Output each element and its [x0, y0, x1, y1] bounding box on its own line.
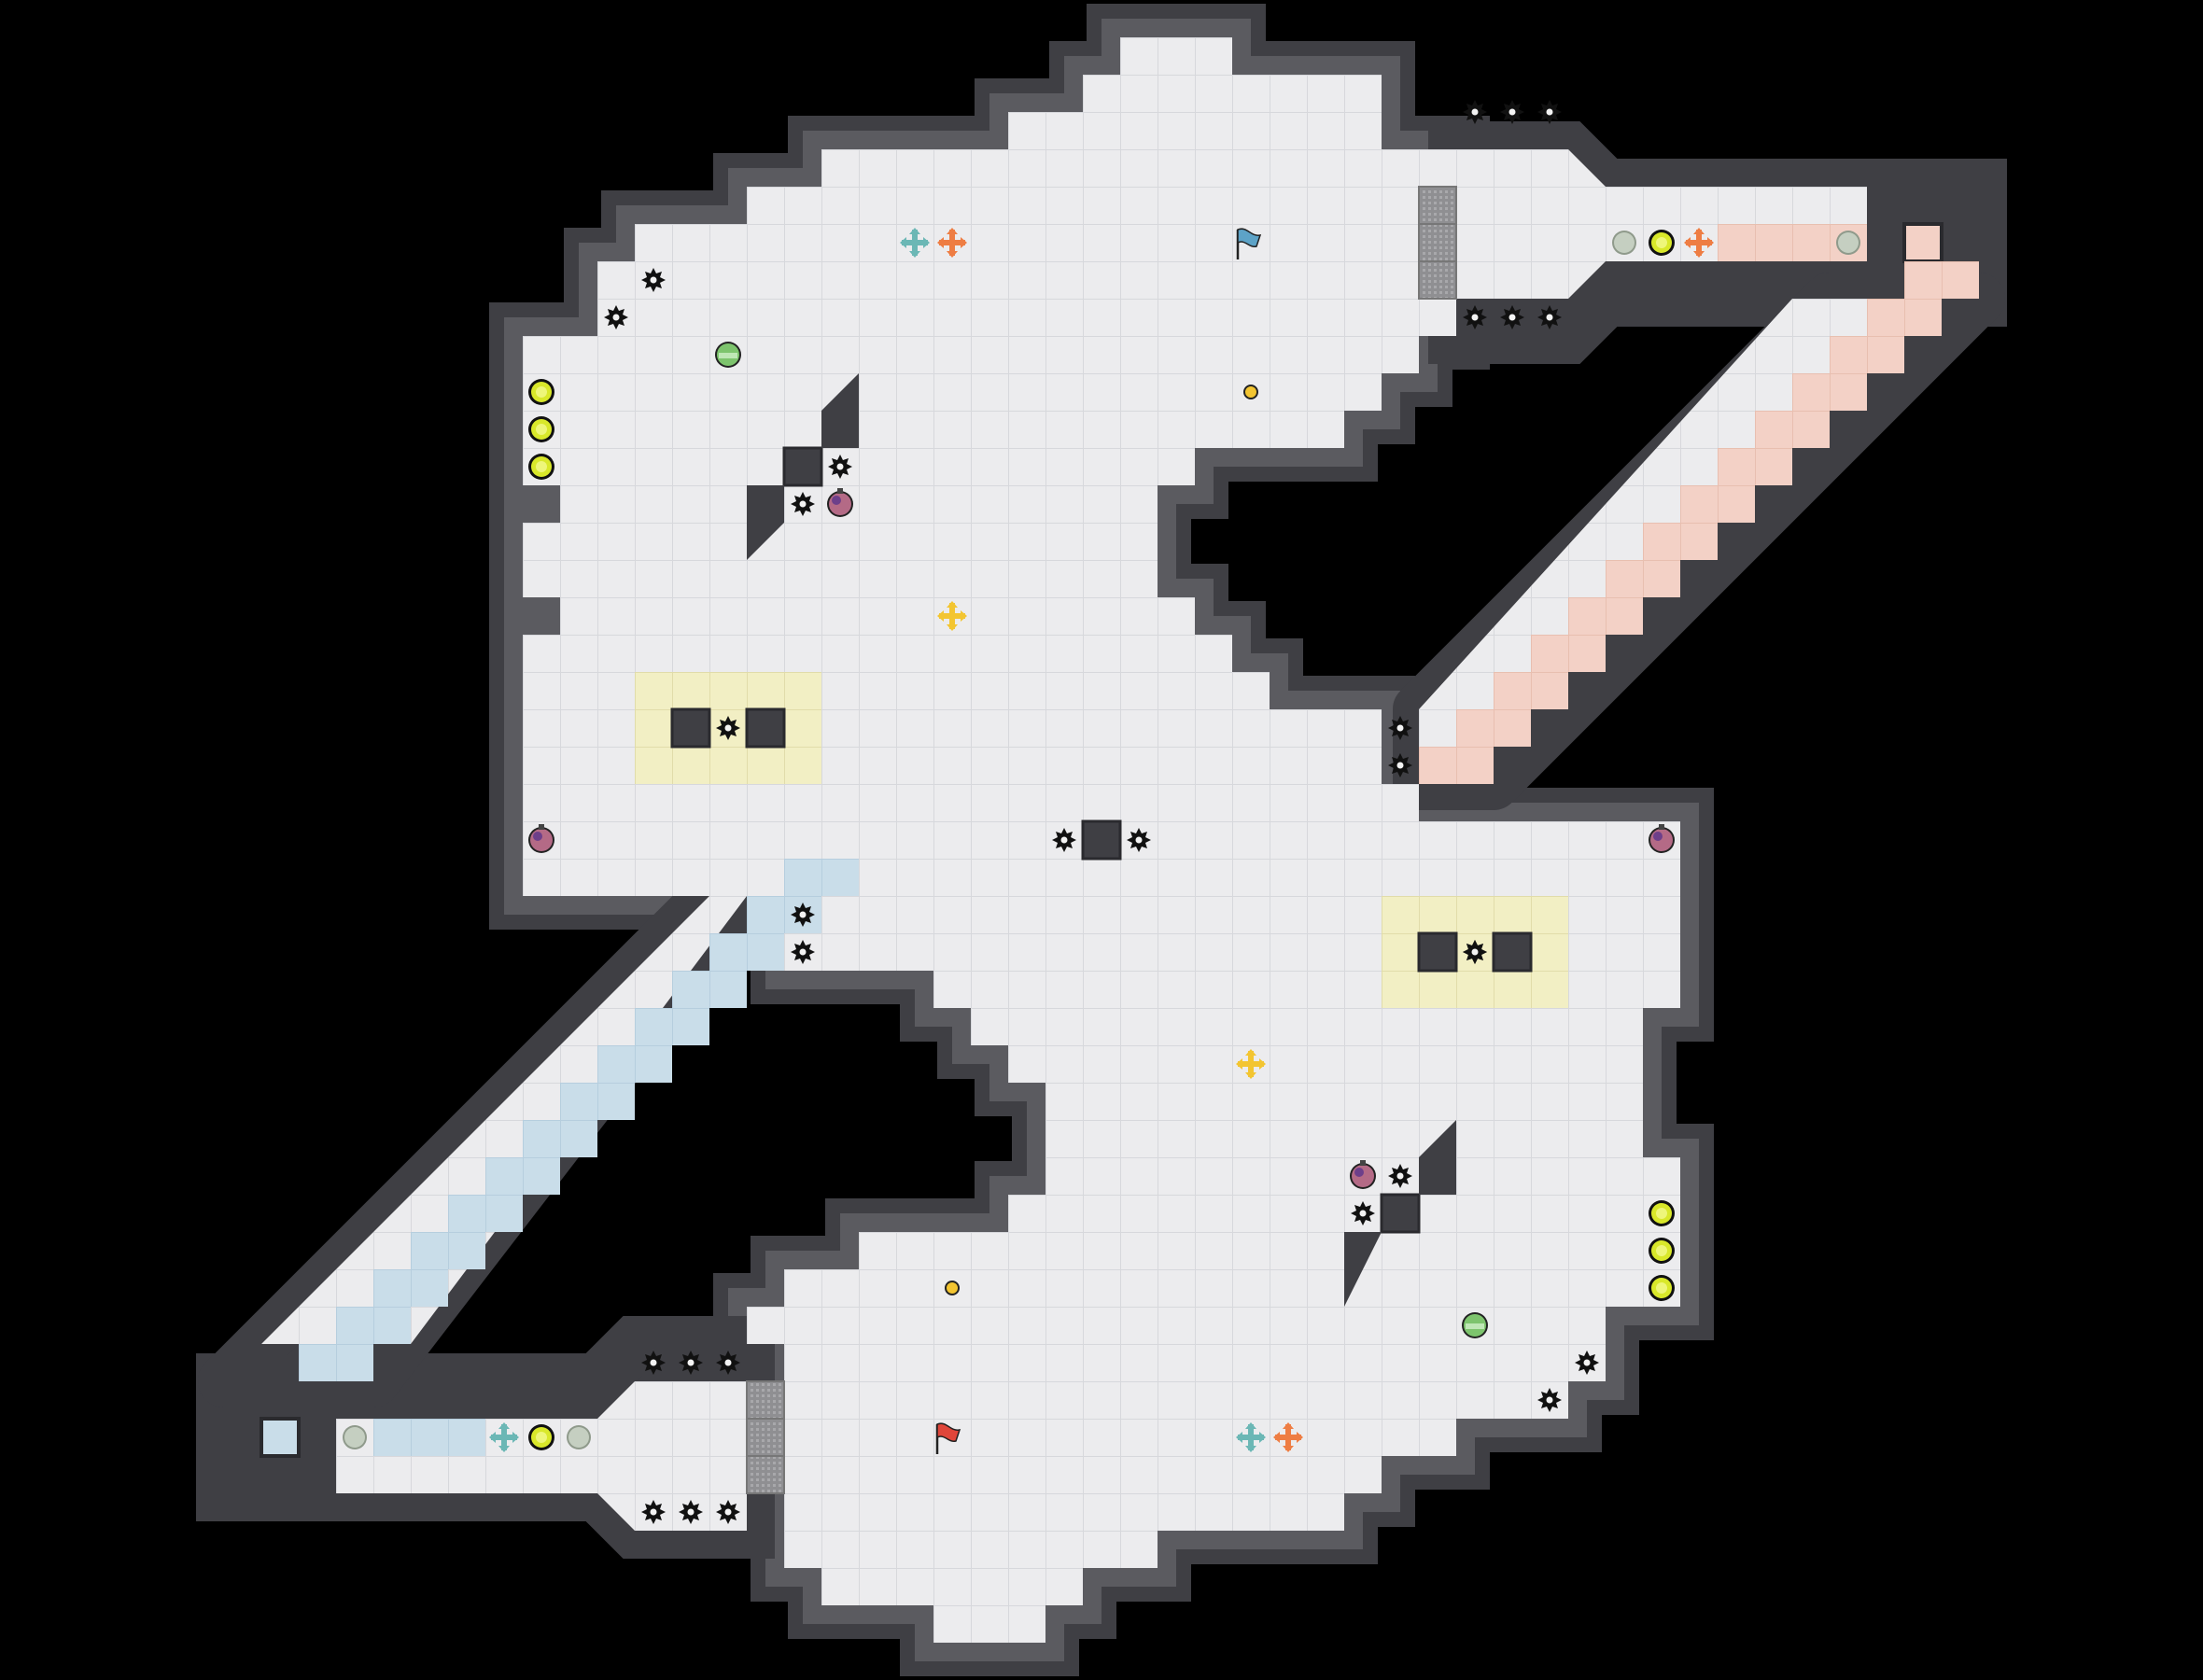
red-lane-tile: [1867, 299, 1942, 336]
wall-block: [1492, 931, 1533, 973]
red-lane-tile: [1643, 523, 1718, 560]
blue-lane-tile: [523, 1120, 597, 1157]
juke-juice-icon: [715, 342, 741, 368]
blue-flag-icon: [1236, 228, 1262, 259]
wall-block: [1380, 1193, 1421, 1234]
neutral-pad-icon: [1612, 231, 1636, 255]
gate-icon: [1418, 260, 1457, 300]
diagonal-wall: [821, 373, 859, 448]
wall-block: [782, 446, 823, 487]
gate-icon: [1418, 223, 1457, 262]
object-layer: [343, 100, 1860, 1524]
powerup-icon: [489, 1422, 519, 1452]
diagonal-wall: [747, 485, 784, 560]
powerup-icon: [1236, 1049, 1266, 1079]
powerup-icon: [900, 228, 930, 258]
red-flag-icon: [935, 1422, 961, 1454]
red-end-pad: [1902, 222, 1943, 263]
boost-icon: [1649, 1275, 1675, 1301]
blue-lane-tile: [485, 1157, 560, 1195]
powerup-icon: [1236, 1422, 1266, 1452]
boost-icon: [1649, 1200, 1675, 1226]
boost-icon: [528, 454, 554, 480]
blue-lane-floor: [261, 896, 747, 1344]
boost-icon: [1649, 1238, 1675, 1264]
red-lane-tile: [1830, 336, 1904, 373]
neutral-pad-icon: [567, 1425, 591, 1449]
blue-lane-tile: [784, 859, 859, 896]
wall-block: [670, 707, 711, 749]
red-lane-tile: [1419, 747, 1494, 784]
coin-icon: [945, 1281, 960, 1295]
blue-lane-tile: [672, 971, 747, 1008]
blue-lane-tile: [597, 1045, 672, 1083]
blue-corridor-zone: [373, 1419, 485, 1456]
gate-icon: [746, 1380, 785, 1420]
red-lane-tile: [1531, 635, 1606, 672]
gate-icon: [746, 1418, 785, 1457]
boost-icon: [528, 379, 554, 405]
powerup-icon: [1273, 1422, 1303, 1452]
blue-lane-tile: [299, 1344, 373, 1381]
juke-juice-icon: [1462, 1312, 1488, 1338]
blue-lane-tile: [635, 1008, 709, 1045]
boost-icon: [528, 1424, 554, 1450]
boost-icon: [528, 416, 554, 442]
gate-icon: [1418, 186, 1457, 225]
blue-lane-tile: [336, 1307, 411, 1344]
blue-lane-tile: [373, 1269, 448, 1307]
wall-block: [1081, 819, 1122, 861]
neutral-pad-icon: [343, 1425, 367, 1449]
blue-lane-tile: [560, 1083, 635, 1120]
gate-icon: [746, 1455, 785, 1494]
powerup-icon: [1684, 228, 1714, 258]
powerup-icon: [937, 228, 967, 258]
red-lane-tile: [1680, 485, 1755, 523]
blue-lane-tile: [709, 933, 784, 971]
blue-lane-tile: [448, 1195, 523, 1232]
spike-icon: [1500, 100, 1524, 124]
red-lane-tile: [1718, 448, 1792, 485]
block-layer: [670, 186, 1533, 1494]
blue-end-pad: [260, 1417, 301, 1458]
diagonal-wall: [1419, 1120, 1456, 1195]
diagonal-wall: [1344, 1232, 1382, 1307]
wall-block: [745, 707, 786, 749]
red-lane-tile: [1456, 709, 1531, 747]
wall-block: [1417, 931, 1458, 973]
boost-icon: [1649, 230, 1675, 256]
powerup-icon: [937, 601, 967, 631]
red-lane-tile: [1755, 411, 1830, 448]
coin-icon: [1243, 385, 1258, 399]
red-lane-tile: [1606, 560, 1680, 597]
red-lane-tile: [1568, 597, 1643, 635]
neutral-pad-icon: [1836, 231, 1860, 255]
blue-lane-tile: [411, 1232, 485, 1269]
red-lane-tile: [1494, 672, 1568, 709]
red-lane-tile: [1904, 261, 1979, 299]
spike-icon: [1537, 100, 1562, 124]
red-lane-tile: [1792, 373, 1867, 411]
